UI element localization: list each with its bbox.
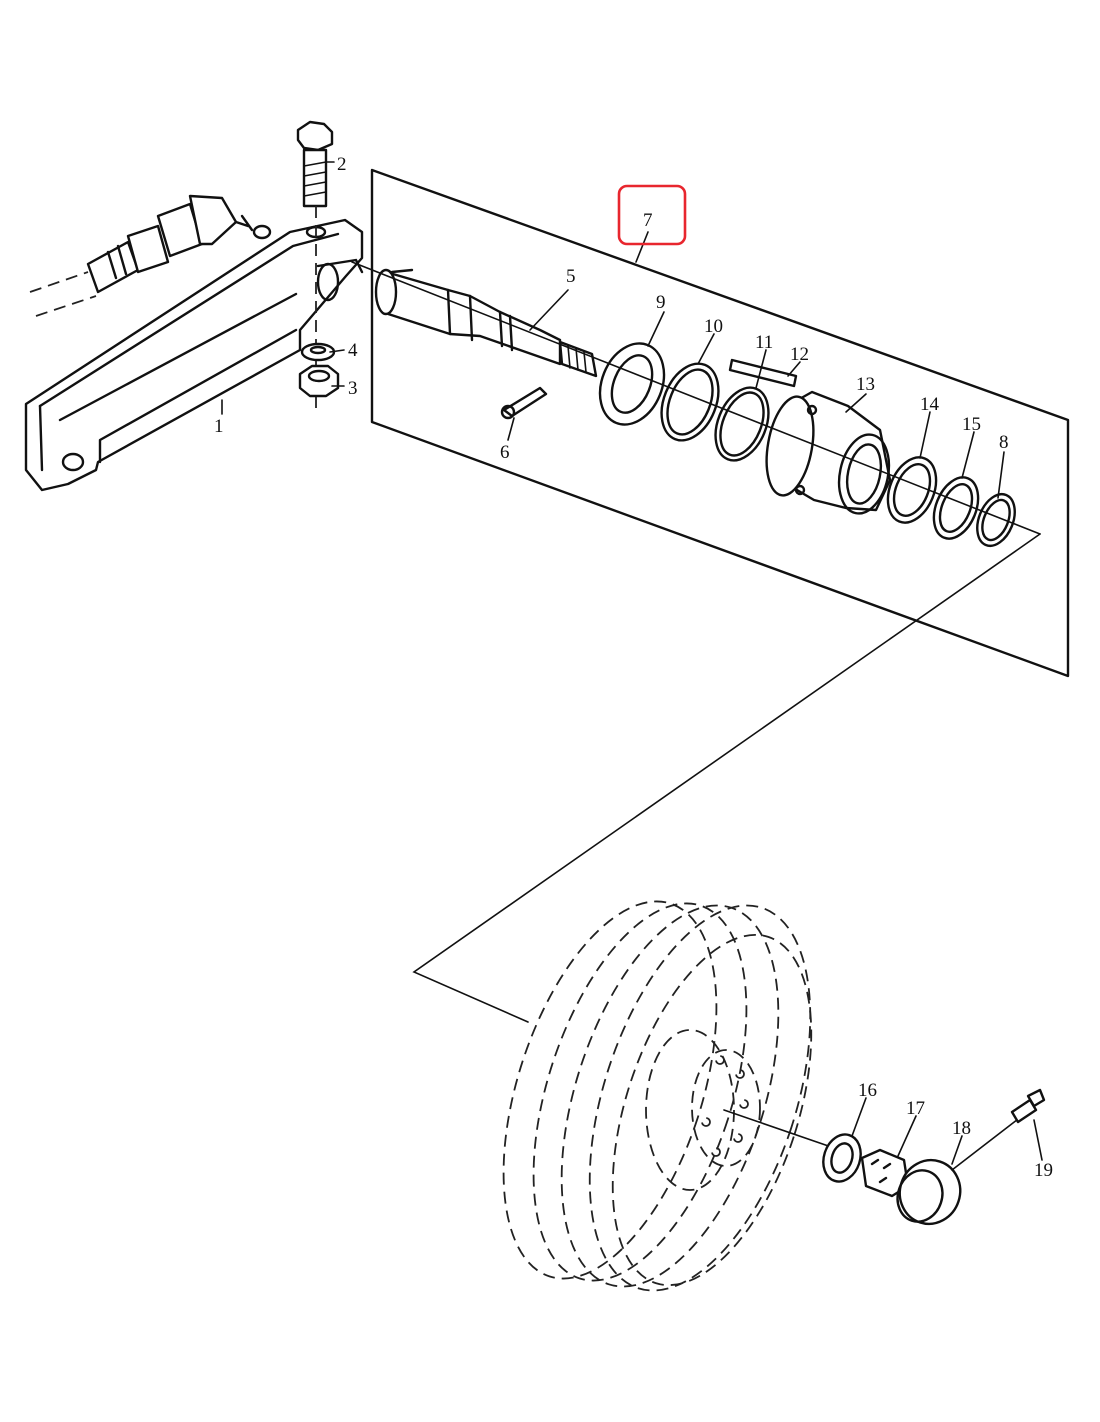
washer-part-16[interactable] [817, 1130, 866, 1187]
label-part-11[interactable]: 11 [755, 332, 773, 353]
label-part-15[interactable]: 15 [962, 414, 981, 435]
label-part-9[interactable]: 9 [656, 292, 666, 313]
label-part-18[interactable]: 18 [952, 1118, 971, 1139]
kit-panel [370, 168, 1070, 678]
label-part-19[interactable]: 19 [1034, 1160, 1053, 1181]
spindle-part-5[interactable] [374, 268, 598, 378]
arm-part-1[interactable] [24, 218, 364, 492]
label-part-12[interactable]: 12 [790, 344, 809, 365]
idler-wheel-outline [502, 900, 841, 1292]
hose-fitting [29, 194, 272, 317]
label-part-7[interactable]: 7 [643, 210, 653, 231]
label-part-3[interactable]: 3 [348, 378, 358, 399]
label-part-1[interactable]: 1 [214, 416, 224, 437]
label-part-6[interactable]: 6 [500, 442, 510, 463]
cap-to-fitting-line [951, 1115, 1023, 1171]
kit-to-wheel-connector [412, 533, 1041, 1023]
label-part-14[interactable]: 14 [920, 394, 940, 415]
label-part-2[interactable]: 2 [337, 154, 347, 175]
label-part-5[interactable]: 5 [566, 266, 576, 287]
leader-lines [221, 161, 1043, 1165]
label-part-8[interactable]: 8 [999, 432, 1009, 453]
grease-fitting-part-19[interactable] [1010, 1088, 1046, 1124]
pin-part-12[interactable] [728, 358, 798, 388]
label-part-10[interactable]: 10 [704, 316, 723, 337]
hub-part-13[interactable] [760, 390, 896, 518]
bolt-part-2[interactable] [296, 120, 334, 410]
ring-part-15[interactable] [925, 471, 986, 545]
nut-part-3[interactable] [298, 364, 340, 398]
label-part-4[interactable]: 4 [348, 340, 358, 361]
assembly-axis-line [351, 261, 1041, 535]
highlight-box-part-7 [617, 184, 687, 246]
label-part-16[interactable]: 16 [858, 1080, 877, 1101]
ring-part-10[interactable] [651, 355, 729, 449]
label-part-13[interactable]: 13 [856, 374, 875, 395]
cotter-pin-part-6[interactable] [500, 386, 548, 420]
label-part-17[interactable]: 17 [906, 1098, 925, 1119]
part-labels: 1 2 3 4 5 6 7 8 9 10 11 12 13 14 15 16 1… [214, 154, 1053, 1181]
snap-ring-part-8[interactable] [970, 489, 1022, 552]
cap-part-18[interactable] [891, 1152, 968, 1231]
ring-part-14[interactable] [879, 450, 945, 530]
ring-part-11[interactable] [706, 380, 779, 468]
